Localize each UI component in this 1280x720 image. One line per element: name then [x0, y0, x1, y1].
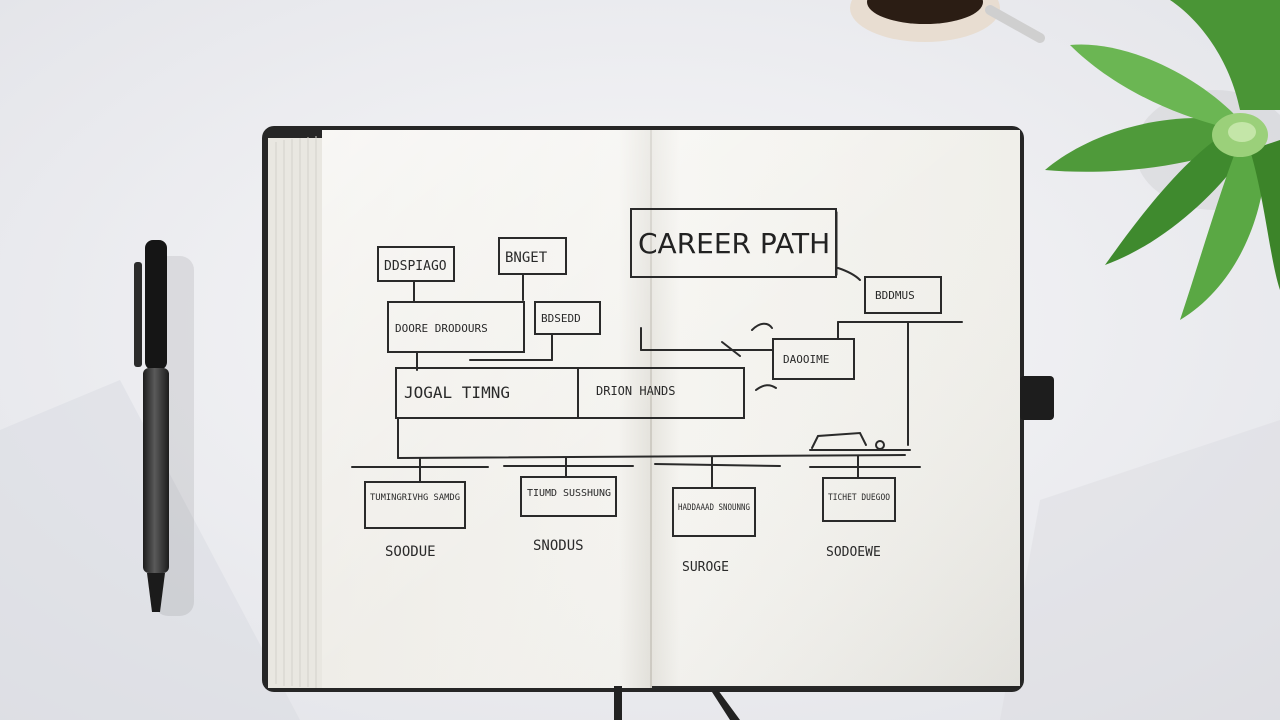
box-bottom-4-text: TICHET DUEGOO: [828, 493, 890, 503]
title-box: [630, 208, 837, 278]
elastic-band: [1020, 376, 1054, 420]
pen: [134, 240, 194, 616]
box-top-left-text: DDSPIAGO: [384, 259, 447, 274]
desk-shadow-right: [1000, 420, 1280, 720]
pen-tip: [147, 573, 165, 612]
box-top-mid-text: BNGET: [505, 250, 548, 266]
box-bottom-4: [822, 477, 896, 522]
pen-barrel: [143, 368, 169, 573]
box-bottom-1-text: TUMINGRIVHG SAMDG: [370, 493, 460, 503]
pen-cap: [145, 240, 167, 370]
light-overlay: [322, 130, 1020, 688]
box-bottom-2: [520, 476, 617, 517]
box-right-mid-text: DAOOIME: [783, 353, 829, 366]
box-mid-wide: [395, 367, 745, 419]
coffee-mug: [850, 0, 1045, 43]
page-stack: [268, 138, 328, 688]
notebook: [262, 126, 1054, 720]
box-right-mid: [772, 338, 855, 380]
label-under-1: SOODUE: [385, 544, 436, 560]
box-row2-left-text: DOORE DRODOURS: [395, 322, 488, 335]
box-bottom-2-text: TIUMD SUSSHUNG: [527, 488, 611, 499]
bookmark-ribbon-2: [712, 690, 740, 720]
box-mid-right-text: DRION HANDS: [596, 384, 675, 398]
box-right-top: [864, 276, 942, 314]
box-row2-small: [534, 301, 601, 335]
box-row2-small-text: BDSEDD: [541, 312, 581, 325]
box-bottom-3: [672, 487, 756, 537]
box-bottom-1: [364, 481, 466, 529]
box-bottom-3-text: HADDAAAD SNOUNNG: [678, 503, 750, 513]
box-top-mid: [498, 237, 567, 275]
label-under-3: SUROGE: [682, 560, 729, 575]
label-under-4: SODOEWE: [826, 545, 881, 560]
diagram-title: CAREER PATH: [638, 227, 830, 260]
label-under-2: SNODUS: [533, 538, 584, 554]
career-diagram: [351, 208, 963, 537]
box-mid-left-text: JOGAL TIMNG: [404, 383, 510, 402]
succulent-plant: [1045, 0, 1280, 320]
box-right-top-text: BDDMUS: [875, 289, 915, 302]
pen-clip: [134, 262, 142, 367]
bookmark-ribbon: [614, 686, 622, 720]
box-row2-left: [387, 301, 525, 353]
box-top-left: [377, 246, 455, 282]
